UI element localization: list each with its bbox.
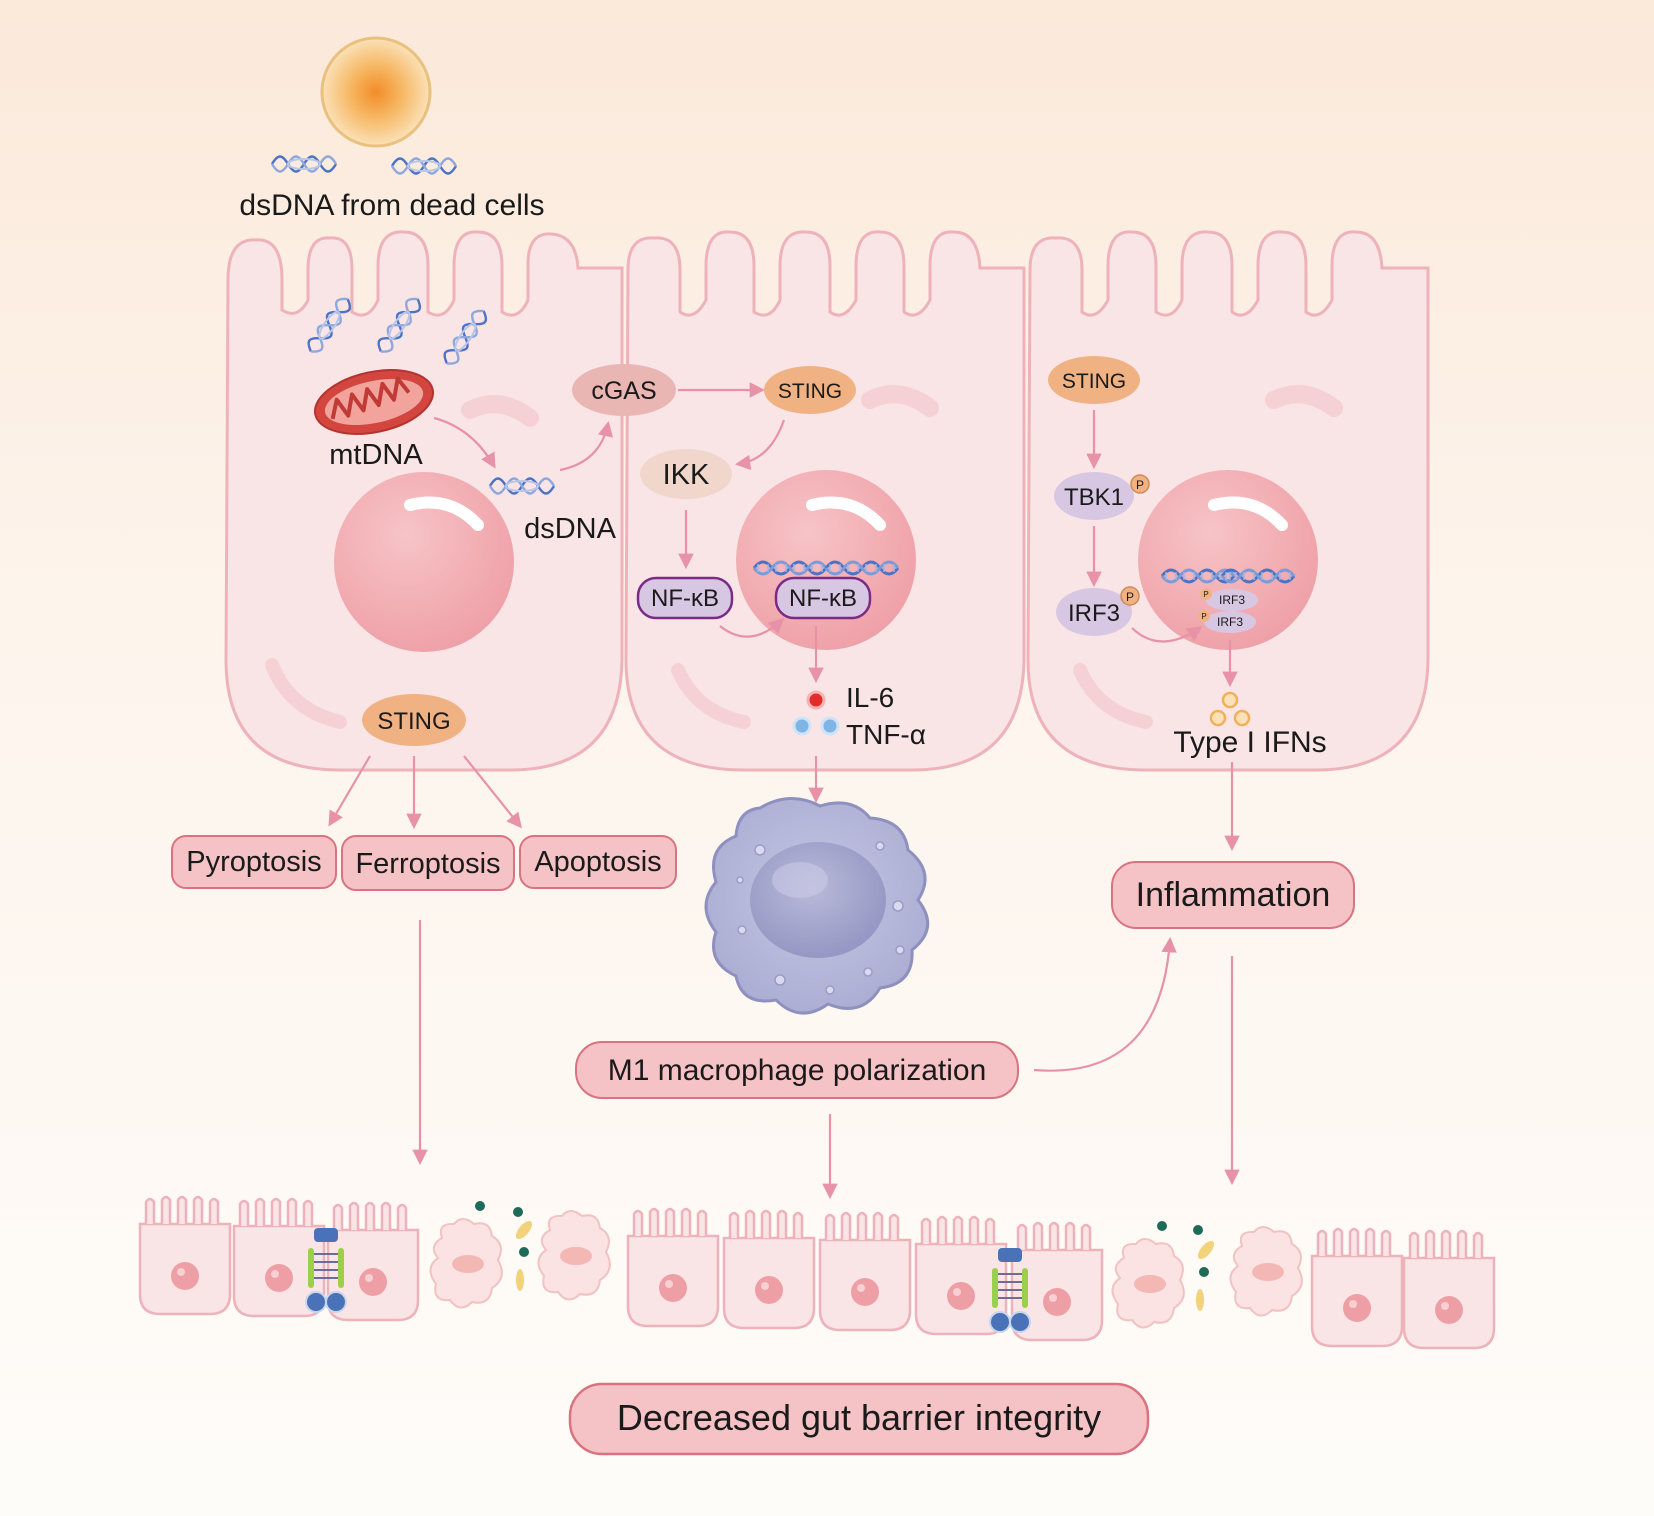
dsdna-label: dsDNA [524, 513, 617, 545]
svg-text:Inflammation: Inflammation [1136, 876, 1331, 914]
m1-polarization-box: M1 macrophage polarization [575, 1041, 1019, 1099]
svg-text:M1 macrophage polarization: M1 macrophage polarization [608, 1054, 987, 1087]
dna-fragment-icon [270, 155, 338, 173]
sting-oval-right: STING [1048, 356, 1140, 404]
mitochondrion-icon [313, 369, 435, 435]
dsdna-dead-cells-label: dsDNA from dead cells [239, 189, 544, 222]
arrow-dsdna-to-cgas [559, 420, 613, 472]
sting-oval-left: STING [362, 694, 466, 746]
sting-oval-middle: STING [764, 366, 856, 414]
mtdna-label: mtDNA [329, 439, 423, 471]
epithelial-cell-middle [624, 230, 1026, 772]
gut-barrier-box: Decreased gut barrier integrity [568, 1382, 1150, 1456]
svg-text:P: P [1126, 590, 1134, 604]
dead-cell-icon [1229, 1226, 1303, 1317]
phospho-icon: P [1120, 586, 1140, 606]
macrophage-icon [704, 796, 930, 1015]
phospho-icon: P [1130, 474, 1150, 494]
type1-ifns-label: Type I IFNs [1173, 726, 1326, 759]
svg-text:NF-κB: NF-κB [651, 585, 719, 612]
svg-text:Pyroptosis: Pyroptosis [186, 846, 321, 878]
pyroptosis-box: Pyroptosis [171, 835, 337, 889]
damaged-epithelium [138, 1195, 1496, 1350]
svg-text:IRF3: IRF3 [1068, 600, 1120, 627]
dead-cell-icon [537, 1210, 611, 1301]
arrow-nfkb-translocation [719, 617, 785, 638]
tnfa-label: TNF-α [846, 719, 926, 750]
dead-cell-icon [1111, 1238, 1185, 1329]
svg-text:STING: STING [778, 380, 842, 403]
il6-label: IL-6 [846, 682, 894, 713]
arrow-irf3-translocation [1131, 626, 1203, 643]
dead-cell-icon [429, 1218, 503, 1309]
svg-text:P: P [1203, 590, 1208, 599]
dead-cell-icon [320, 36, 432, 148]
svg-text:STING: STING [1062, 370, 1126, 393]
svg-text:P: P [1136, 478, 1144, 492]
svg-text:TBK1: TBK1 [1064, 484, 1124, 511]
cgas-oval: cGAS [572, 364, 676, 416]
ferroptosis-box: Ferroptosis [341, 835, 515, 891]
svg-text:P: P [1201, 612, 1206, 621]
svg-text:Ferroptosis: Ferroptosis [355, 848, 500, 880]
nfkb-nucleus: NF-κB [774, 576, 872, 620]
arrow-mtdna-to-dsdna [433, 416, 496, 469]
nfkb-cytoplasm: NF-κB [636, 576, 734, 620]
irf3-dimer-nucleus: IRF3 IRF3 P P [1198, 588, 1258, 633]
svg-text:STING: STING [377, 708, 450, 735]
svg-text:IRF3: IRF3 [1217, 615, 1243, 629]
irf3-oval: IRF3 [1056, 588, 1132, 636]
dna-fragment-icon [390, 157, 458, 175]
il6-icon [806, 690, 826, 710]
ikk-oval: IKK [640, 449, 732, 499]
epithelial-cell-left [224, 230, 624, 772]
tbk1-oval: TBK1 [1054, 472, 1134, 520]
arrow-sting-to-ikk [734, 419, 786, 471]
apoptosis-box: Apoptosis [519, 835, 677, 889]
svg-text:Apoptosis: Apoptosis [534, 846, 661, 878]
svg-text:IKK: IKK [663, 459, 710, 491]
tnfa-icon [792, 716, 840, 736]
arrow-m1-to-inflammation [1033, 936, 1177, 1072]
type1-ifn-icon [1209, 691, 1251, 727]
inflammation-box: Inflammation [1111, 861, 1355, 929]
svg-text:cGAS: cGAS [591, 377, 656, 405]
svg-text:IRF3: IRF3 [1219, 593, 1245, 607]
arrow-sting-to-pyroptosis [328, 755, 371, 827]
svg-text:NF-κB: NF-κB [789, 585, 857, 612]
arrow-sting-to-apoptosis [463, 755, 522, 829]
svg-text:Decreased gut barrier integrit: Decreased gut barrier integrity [617, 1397, 1101, 1438]
